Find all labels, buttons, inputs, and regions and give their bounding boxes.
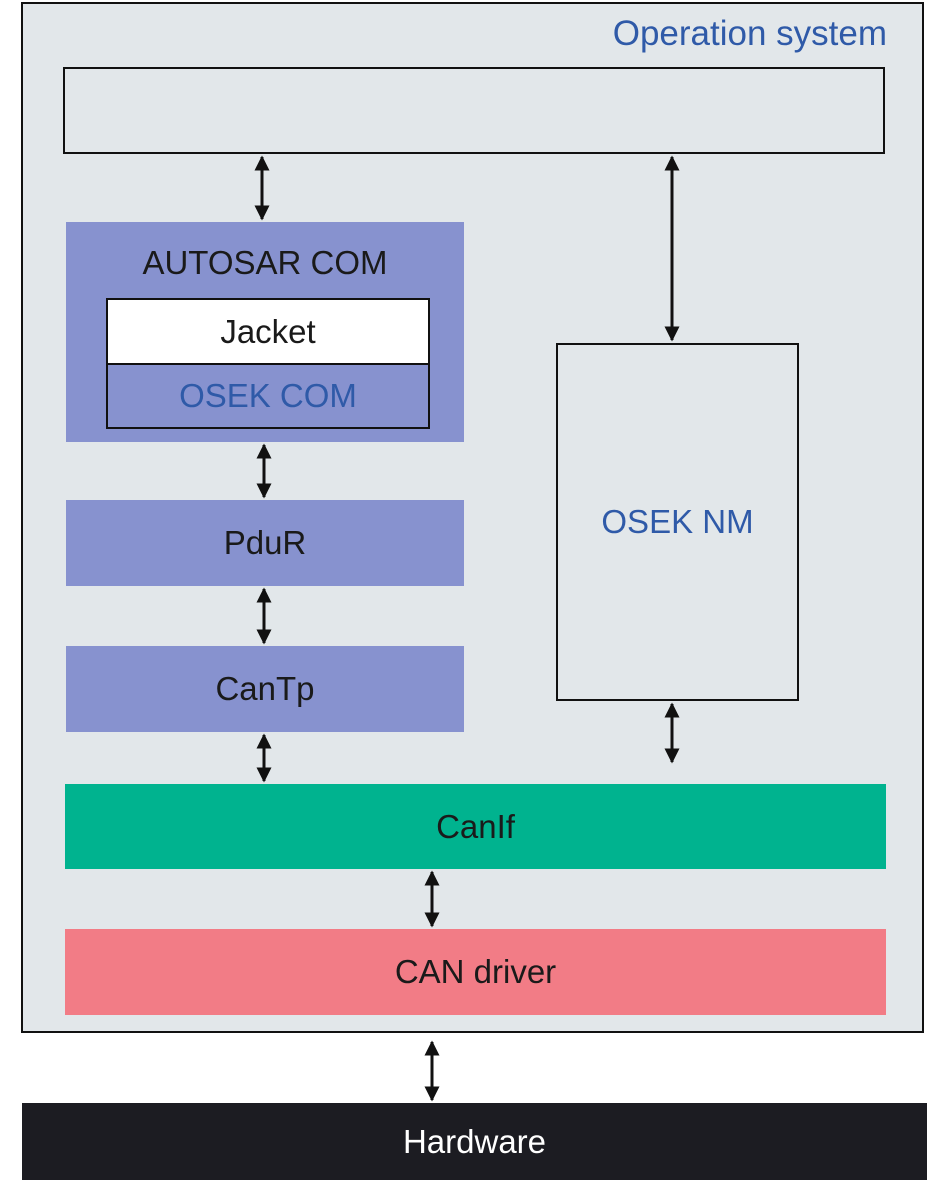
jacket-block: Jacket	[108, 300, 428, 365]
hardware-block: Hardware	[22, 1103, 927, 1180]
osek-com-block: OSEK COM	[108, 365, 428, 427]
com-inner-stack: Jacket OSEK COM	[106, 298, 430, 429]
canif-block: CanIf	[65, 784, 886, 869]
cantp-block: CanTp	[66, 646, 464, 732]
can-driver-block: CAN driver	[65, 929, 886, 1015]
pdur-block: PduR	[66, 500, 464, 586]
osek-nm-block: OSEK NM	[556, 343, 799, 701]
autosar-com-label: AUTOSAR COM	[142, 244, 388, 281]
top-application-box	[63, 67, 885, 154]
operation-system-label: Operation system	[612, 14, 887, 53]
